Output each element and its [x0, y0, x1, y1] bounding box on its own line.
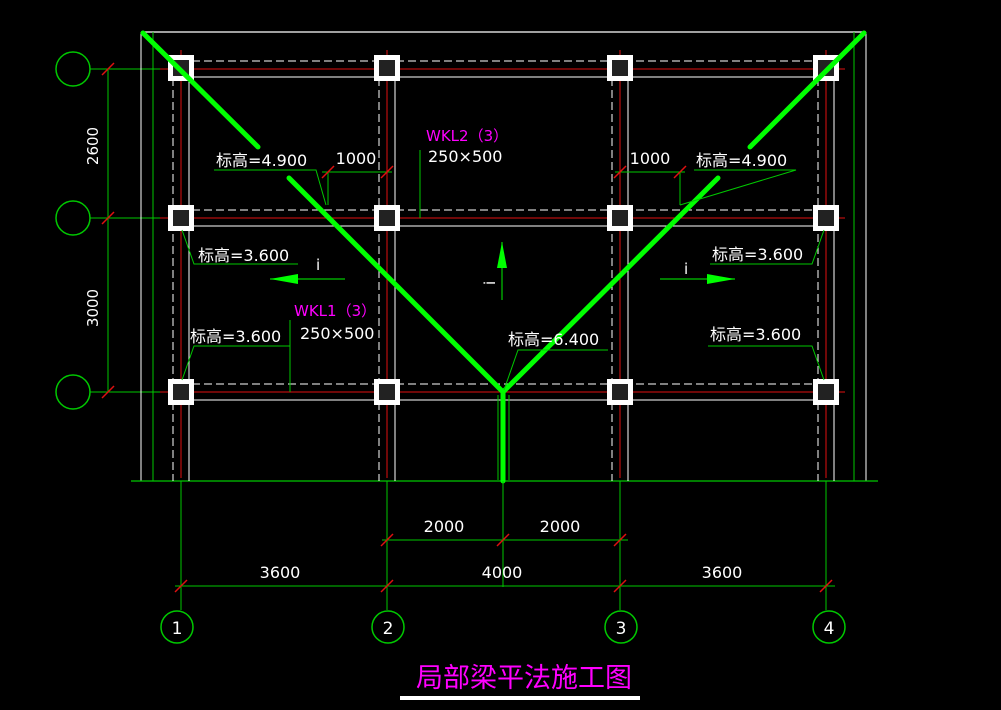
column-2c — [374, 379, 400, 405]
beam-tag-wkl2-name: WKL2（3） — [426, 127, 508, 145]
beam-tag-wkl1-size: 250×500 — [300, 324, 374, 343]
overhang-dim-right: 1000 — [613, 149, 687, 205]
elevation-ridge: 标高=6.400 — [508, 330, 599, 349]
column-3a — [607, 55, 633, 81]
column-3c — [607, 379, 633, 405]
hip-line-right-upper — [747, 30, 867, 150]
drawing-title: 局部梁平法施工图 — [416, 663, 632, 694]
outer-frame — [131, 31, 878, 482]
dim-middle-2000-left: 2000 — [424, 517, 465, 536]
axis-label-1: 1 — [172, 619, 183, 639]
column-3b — [607, 205, 633, 231]
column-1b — [168, 205, 194, 231]
dim-middle-2000-right: 2000 — [540, 517, 581, 536]
dim-left-2600: 2600 — [84, 127, 102, 165]
overhang-dim-left: 1000 — [321, 149, 394, 205]
column-2a — [374, 55, 400, 81]
elevation-top-right: 标高=4.900 — [696, 151, 787, 170]
axis-bubble-b — [55, 200, 91, 236]
column-4b — [813, 205, 839, 231]
left-axis-bubbles — [55, 51, 175, 410]
dim-overhang-1000-right: 1000 — [630, 149, 671, 168]
slope-mark-left: i — [316, 256, 320, 274]
hip-line-right-lower — [500, 175, 721, 395]
elevation-low-right: 标高=3.600 — [710, 325, 801, 344]
elevation-labels — [181, 150, 825, 392]
axis-label-3: 3 — [616, 619, 627, 639]
dim-overhang-1000-left: 1000 — [336, 149, 377, 168]
beam-tag-wkl2-size: 250×500 — [428, 147, 502, 166]
axis-bubble-2 — [371, 610, 405, 644]
dim-bottom-3600-right: 3600 — [702, 563, 743, 582]
column-4c — [813, 379, 839, 405]
slope-mark-center: i — [481, 281, 499, 285]
axis-label-2: 2 — [383, 619, 394, 639]
hip-line-left-lower — [286, 175, 506, 395]
axis-bubble-4 — [812, 610, 846, 644]
dim-bottom-4000: 4000 — [482, 563, 523, 582]
beam-tag-wkl1-name: WKL1（3） — [294, 302, 376, 320]
elevation-mid-right: 标高=3.600 — [712, 245, 803, 264]
columns — [168, 55, 839, 405]
elevation-mid-left: 标高=3.600 — [198, 246, 289, 265]
slope-mark-right: i — [684, 260, 688, 278]
hip-line-left-upper — [140, 30, 261, 150]
column-2b — [374, 205, 400, 231]
column-1c — [168, 379, 194, 405]
axis-bubble-1 — [160, 610, 194, 644]
slope-arrows: i i i — [270, 242, 735, 300]
roof-ridge-lines — [140, 30, 867, 484]
dim-bottom-3600-left: 3600 — [260, 563, 301, 582]
dim-left-3000: 3000 — [84, 289, 102, 327]
elevation-top-left: 标高=4.900 — [216, 151, 307, 170]
left-vertical-dimension: 2600 3000 — [84, 62, 115, 399]
axis-label-4: 4 — [824, 619, 835, 639]
axis-bubble-c — [55, 374, 91, 410]
axis-bubble-3 — [604, 610, 638, 644]
axis-bubble-a — [55, 51, 91, 87]
bottom-axis: 3600 4000 3600 2000 2000 1 2 3 4 — [160, 481, 846, 644]
elevation-low-left: 标高=3.600 — [190, 327, 281, 346]
